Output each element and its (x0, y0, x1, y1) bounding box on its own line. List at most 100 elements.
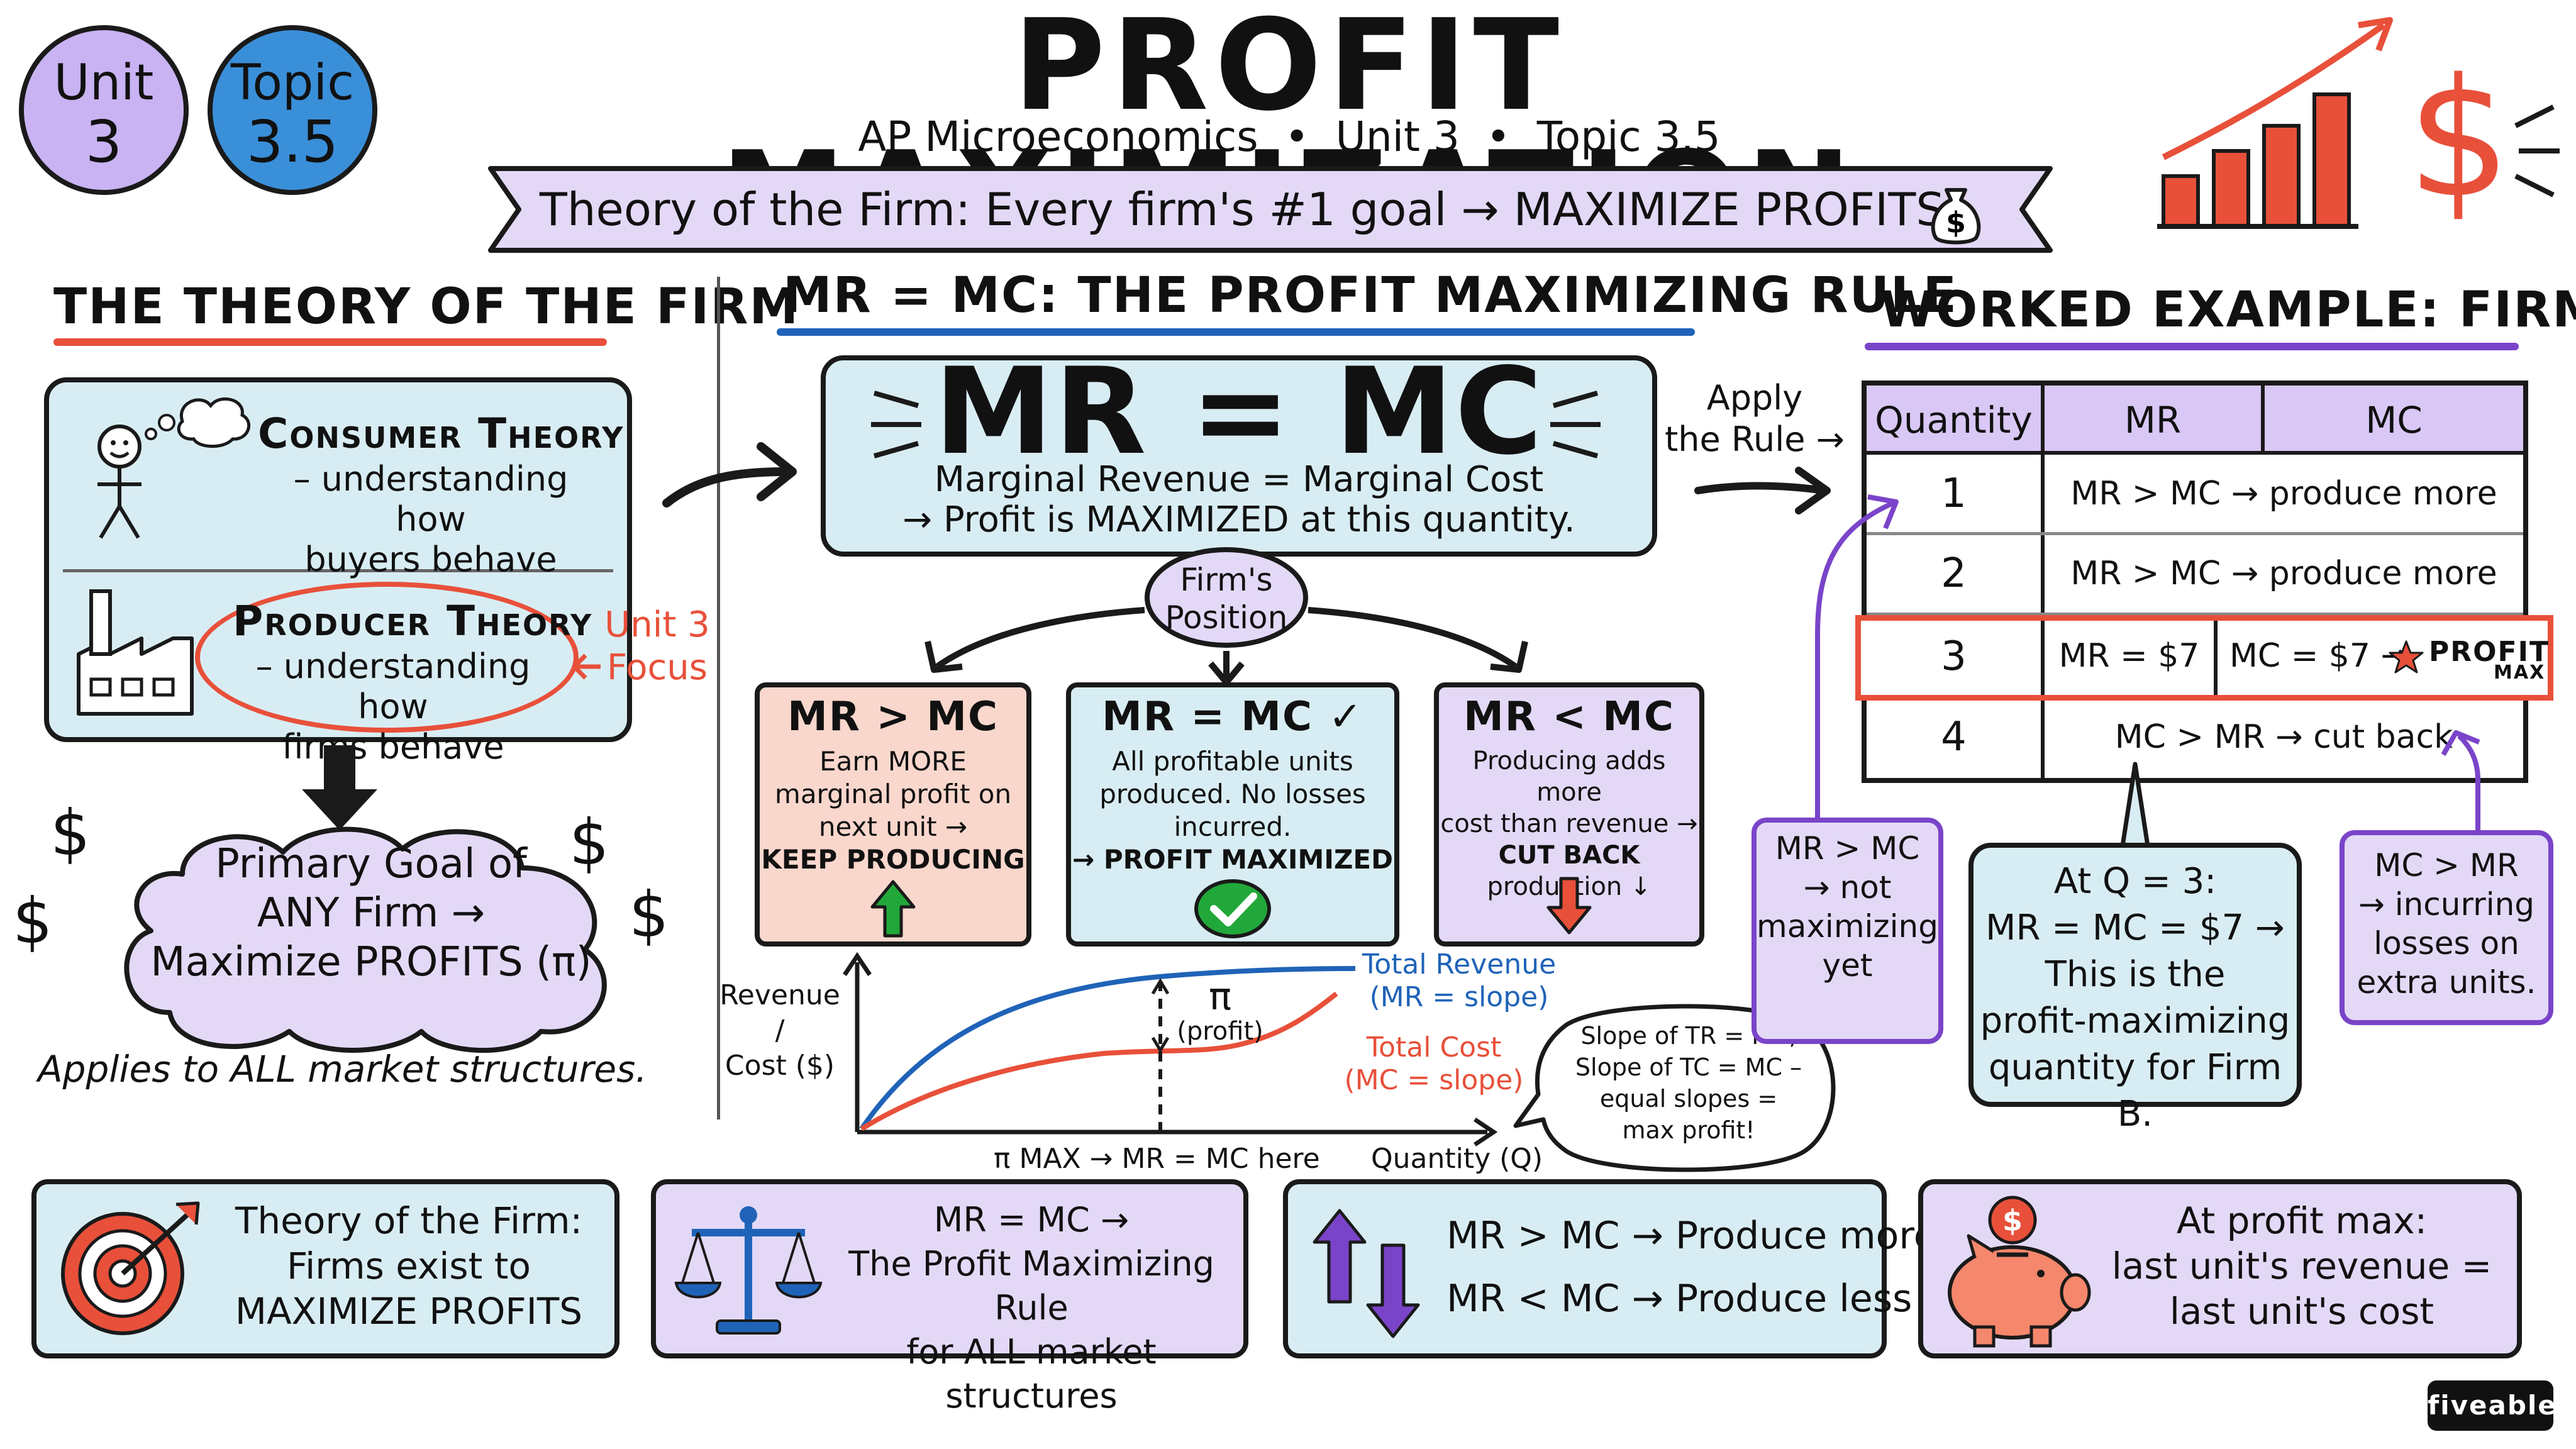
table-row-q: 3 (1941, 633, 1967, 680)
graph-y-label: Revenue / Cost ($) (717, 978, 843, 1084)
rule-line-2: → Profit is MAXIMIZED at this quantity. (902, 499, 1575, 540)
svg-text:$: $ (2407, 44, 2511, 234)
bubble-line: max profit! (1622, 1116, 1755, 1144)
card-mr-equal-body: All profitable units produced. No losses… (1069, 745, 1396, 876)
tc-line: Total Cost (1366, 1031, 1502, 1063)
card-line: cost than revenue → (1440, 809, 1698, 838)
slope-bubble-text: Slope of TR = MR, Slope of TC = MC – equ… (1553, 1020, 1824, 1146)
card-line: Earn MORE (819, 746, 967, 777)
footer-line: last unit's cost (2169, 1290, 2434, 1333)
theory-divider (63, 569, 613, 572)
apply-line: Apply (1706, 378, 1803, 418)
table-row-q: 1 (1941, 470, 1967, 517)
example-heading: WORKED EXAMPLE: FIRM B (1880, 282, 2576, 338)
svg-text:$: $ (1946, 206, 1966, 240)
down-arrow-icon (302, 745, 377, 830)
producer-theory-title: Producer Theory (233, 597, 593, 645)
axis-line: Revenue / (719, 979, 840, 1046)
note-line: → not (1803, 869, 1892, 906)
producer-theory-desc: – understanding how firms behave (226, 647, 560, 767)
card-mr-less-title: MR < MC (1463, 694, 1675, 740)
card-mr-equal-title: MR = MC ✓ (1102, 694, 1363, 740)
footer-profit-max-text: At profit max: last unit's revenue = las… (2101, 1198, 2503, 1334)
note-line: losses on (2373, 925, 2519, 962)
emphasis-lines-icon (1550, 391, 1601, 458)
footer-line: MR = MC → (933, 1200, 1130, 1240)
green-check-icon (1194, 879, 1271, 938)
into-rule-arrow (662, 442, 797, 508)
growth-chart-icon (2157, 17, 2393, 229)
pi-symbol: π (1208, 975, 1232, 1019)
tr-line: (MR = slope) (1369, 981, 1549, 1013)
up-down-arrows-icon (1313, 1209, 1420, 1338)
note-line: quantity for Firm B. (1988, 1047, 2282, 1135)
table-row-text: MR > MC → produce more (2070, 475, 2497, 513)
note-line: maximizing (1757, 908, 1938, 945)
stick-figure-icon (97, 397, 251, 539)
goal-line: Maximize PROFITS (π) (150, 939, 592, 985)
rule-main-box (821, 355, 1657, 557)
note-line: yet (1822, 947, 1873, 984)
consumer-desc-line: buyers behave (304, 540, 557, 579)
consumer-desc-line: – understanding how (293, 459, 569, 539)
pi-caption: (profit) (1177, 1017, 1263, 1046)
unit-badge-number: 3 (85, 108, 123, 175)
slope-speech-bubble (1513, 1004, 1836, 1172)
table-row-highlight (1855, 615, 2553, 701)
note-line: → incurring (2358, 886, 2535, 923)
rule-heading: MR = MC: THE PROFIT MAXIMIZING RULE (783, 267, 1958, 324)
dollar-decor-icon: $ (569, 806, 609, 879)
total-cost-curve (860, 991, 1338, 1131)
note-line: extra units. (2357, 964, 2536, 1001)
focus-line: Unit 3 (604, 604, 710, 645)
profit-max-label: π MAX → MR = MC here (994, 1143, 1320, 1175)
theory-heading: THE THEORY OF THE FIRM (53, 279, 800, 335)
bubble-line: equal slopes = (1599, 1085, 1778, 1113)
card-line: incurred. (1174, 811, 1292, 842)
card-line: All profitable units (1112, 746, 1353, 777)
axis-line: Cost ($) (724, 1050, 835, 1082)
red-down-arrow-icon (1546, 877, 1592, 935)
footer-rule-text: MR = MC → The Profit Maximizing Rule for… (824, 1198, 1239, 1418)
rule-line-1: Marginal Revenue = Marginal Cost (934, 459, 1544, 500)
applies-note: Applies to ALL market structures. (38, 1048, 647, 1091)
tr-tc-graph (843, 952, 1498, 1146)
theory-heading-underline (53, 338, 607, 346)
card-line: Producing adds more (1472, 747, 1666, 807)
note-profit-max-quantity-text: At Q = 3: MR = MC = $7 → This is the pro… (1972, 858, 2299, 1138)
total-cost-label: Total Cost (MC = slope) (1340, 1031, 1528, 1097)
banner-text: Theory of the Firm: Every firm's #1 goal… (539, 183, 1945, 236)
card-mr-less-body: Producing adds more cost than revenue → … (1437, 745, 1701, 902)
note-incurring-losses-text: MC > MR → incurring losses on extra unit… (2343, 846, 2550, 1002)
card-line: marginal profit on (774, 779, 1012, 809)
apply-line: the Rule → (1665, 419, 1845, 459)
tr-line: Total Revenue (1362, 948, 1557, 980)
card-line: → PROFIT MAXIMIZED (1072, 844, 1393, 875)
piggy-bank-icon: $ (1948, 1196, 2091, 1348)
footer-line: last unit's revenue = (2111, 1245, 2492, 1287)
table-row-text: MR > MC → produce more (2070, 555, 2497, 592)
footer-produce-more: MR > MC → Produce more (1446, 1214, 1937, 1258)
consumer-theory-desc: – understanding how buyers behave (264, 459, 597, 580)
table-header-mc: MC (2365, 399, 2423, 441)
card-line: produced. No losses (1099, 779, 1366, 809)
note-line: MR > MC (1775, 830, 1920, 867)
emphasis-lines-icon (871, 391, 921, 458)
banner-ribbon (488, 166, 2053, 253)
firm-position-bubble: Firm's Position (1145, 547, 1308, 648)
producer-desc-line: firms behave (282, 727, 504, 767)
dollar-decor-icon: $ (629, 878, 669, 952)
table-row-divider (1867, 532, 2523, 535)
footer-line: At profit max: (2176, 1199, 2428, 1242)
example-heading-underline (1865, 343, 2519, 350)
callout-pointer (2101, 762, 2170, 848)
apply-rule-arrow (1694, 467, 1831, 514)
unit-badge: Unit 3 (19, 25, 189, 195)
section-divider (717, 277, 720, 1119)
note-line: At Q = 3: (2053, 861, 2217, 902)
page-subtitle: AP Microeconomics • Unit 3 • Topic 3.5 (858, 113, 1721, 161)
consumer-theory-title: Consumer Theory (258, 409, 625, 458)
note-arrows (1815, 494, 2480, 830)
footer-line: for ALL market structures (906, 1332, 1157, 1416)
footer-theory-text: Theory of the Firm: Firms exist to MAXIM… (214, 1198, 604, 1334)
